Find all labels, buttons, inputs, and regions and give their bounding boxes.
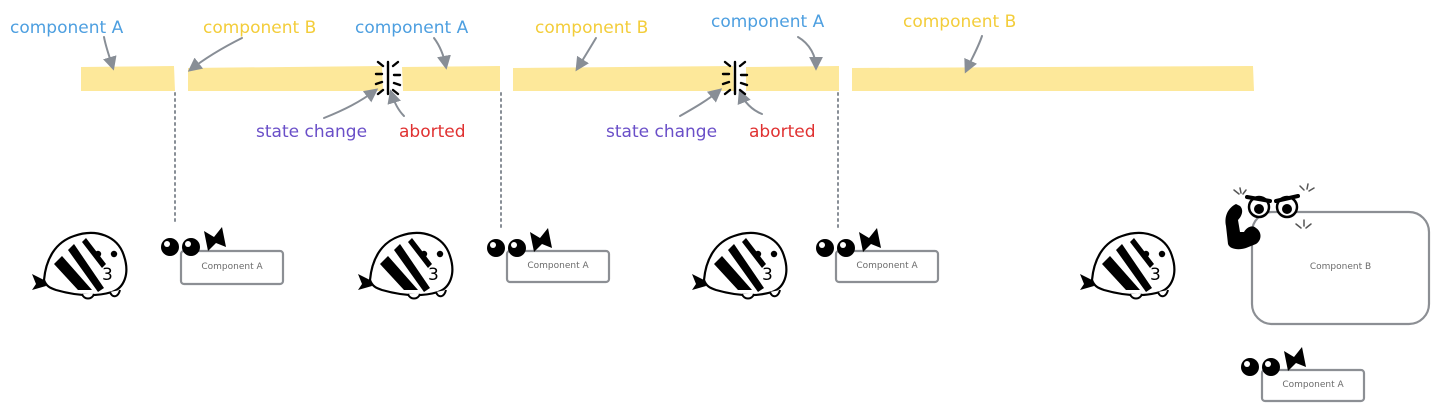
arrow-label-2 <box>187 37 243 72</box>
arrow-state-change-1 <box>323 88 379 119</box>
bar-component-a-3 <box>746 66 839 91</box>
state-change-label: state change <box>256 122 368 142</box>
arrow-label-4 <box>575 37 597 72</box>
bar-component-a-2 <box>402 66 500 91</box>
component-box-label: Component A <box>201 262 263 272</box>
state-change-label: state change <box>606 122 718 142</box>
component-box-label: Component A <box>856 261 918 271</box>
bee-icon <box>690 231 788 300</box>
bar-component-b-1 <box>188 66 383 91</box>
arrow-label-1 <box>103 36 117 71</box>
component-box-label: Component A <box>527 261 589 271</box>
arrow-aborted-1 <box>387 89 405 117</box>
bar-component-b-3 <box>852 66 1254 91</box>
top-label-component-b: component B <box>903 12 1017 32</box>
component-box-label: Component A <box>1282 380 1344 390</box>
bar-component-b-2 <box>513 66 734 91</box>
bee-icon <box>1078 231 1176 300</box>
arrow-state-change-2 <box>679 88 723 117</box>
component-box-label: Component B <box>1309 262 1372 272</box>
arrow-label-6 <box>964 35 983 74</box>
top-label-component-b: component B <box>203 18 317 38</box>
top-label-component-b: component B <box>535 18 649 38</box>
aborted-label: aborted <box>399 122 466 142</box>
component-box-1 <box>179 249 285 286</box>
arrow-label-5 <box>797 36 823 71</box>
component-box-big <box>1250 210 1431 326</box>
top-label-component-a: component A <box>10 18 124 38</box>
arrow-label-3 <box>433 37 451 70</box>
angry-eyes-icon <box>1233 183 1315 229</box>
bee-icon <box>356 231 454 300</box>
bee-icon <box>30 231 128 300</box>
bar-component-a-1 <box>81 66 175 91</box>
top-label-component-a: component A <box>711 12 825 32</box>
arrow-aborted-2 <box>737 89 763 115</box>
component-box-5 <box>1260 368 1366 403</box>
component-box-3 <box>834 249 940 284</box>
flexing-arm-icon <box>1225 204 1261 250</box>
aborted-label: aborted <box>749 122 816 142</box>
component-box-2 <box>505 249 611 284</box>
top-label-component-a: component A <box>355 18 469 38</box>
